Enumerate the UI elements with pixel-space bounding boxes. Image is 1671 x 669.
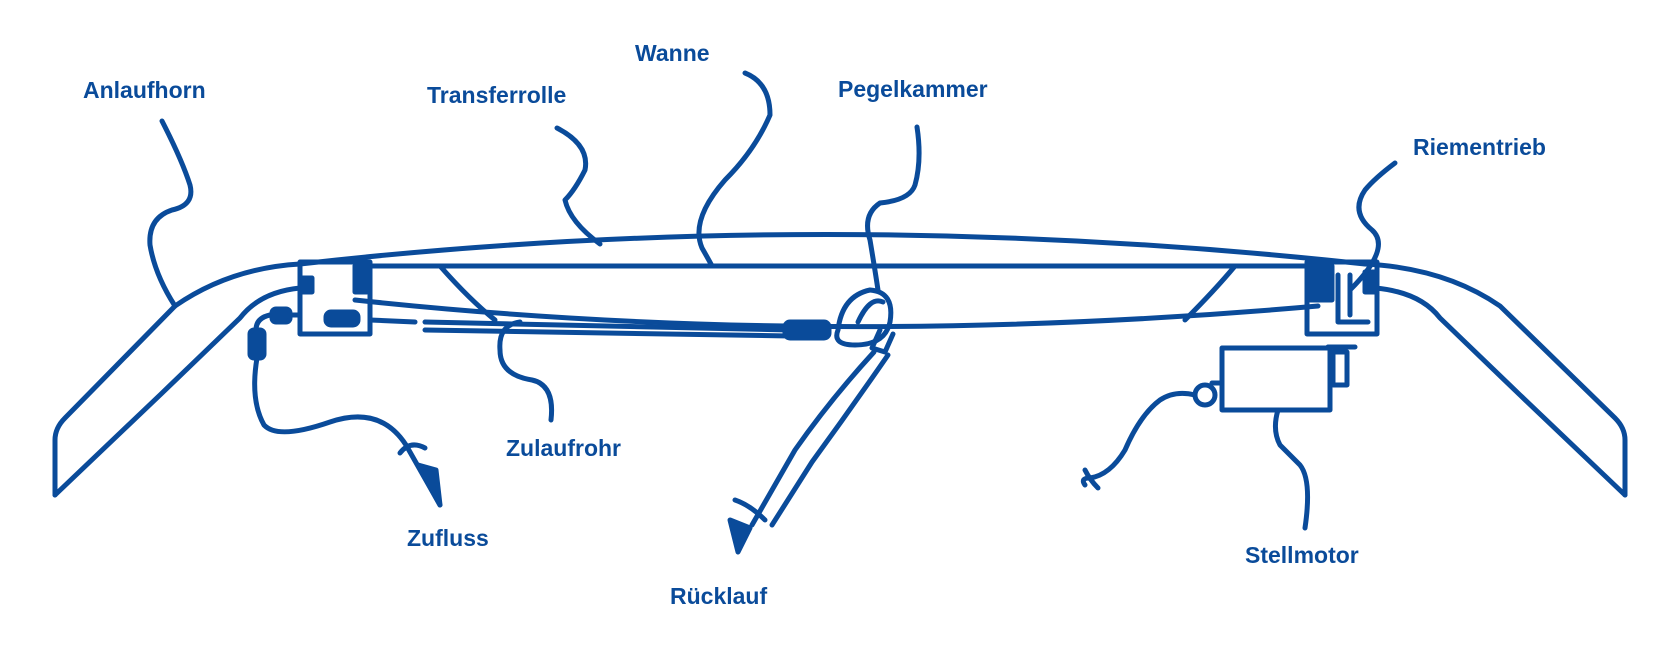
leader-transferrolle <box>554 125 603 247</box>
leader-pegelkammer <box>865 124 922 293</box>
label-wanne: Wanne <box>635 40 710 66</box>
inflow-pipe <box>247 306 443 508</box>
left-guide-horn <box>52 261 303 498</box>
label-stellmotor: Stellmotor <box>1245 542 1359 568</box>
leader-transferrolle-left-edge <box>437 263 498 323</box>
leader-transferrolle-right-edge <box>1182 263 1238 323</box>
label-pegelkammer: Pegelkammer <box>838 76 988 102</box>
leader-lines <box>147 70 1398 531</box>
label-zulaufrohr: Zulaufrohr <box>506 435 621 461</box>
tub <box>297 232 1368 330</box>
label-zufluss: Zufluss <box>407 525 489 551</box>
label-ruecklauf: Rücklauf <box>670 583 767 609</box>
leader-wanne <box>696 70 773 269</box>
leader-zulaufrohr <box>497 319 555 423</box>
label-riementrieb: Riementrieb <box>1413 134 1546 160</box>
label-anlaufhorn: Anlaufhorn <box>83 77 206 103</box>
left-housing <box>297 259 418 337</box>
leader-riementrieb <box>1347 160 1398 293</box>
right-guide-horn <box>1362 261 1628 498</box>
leader-anlaufhorn <box>147 118 194 309</box>
label-transferrolle: Transferrolle <box>427 82 566 108</box>
return-line <box>422 287 896 555</box>
right-housing <box>1304 259 1380 337</box>
leader-stellmotor <box>1272 407 1311 531</box>
actuator-motor <box>1080 344 1358 491</box>
